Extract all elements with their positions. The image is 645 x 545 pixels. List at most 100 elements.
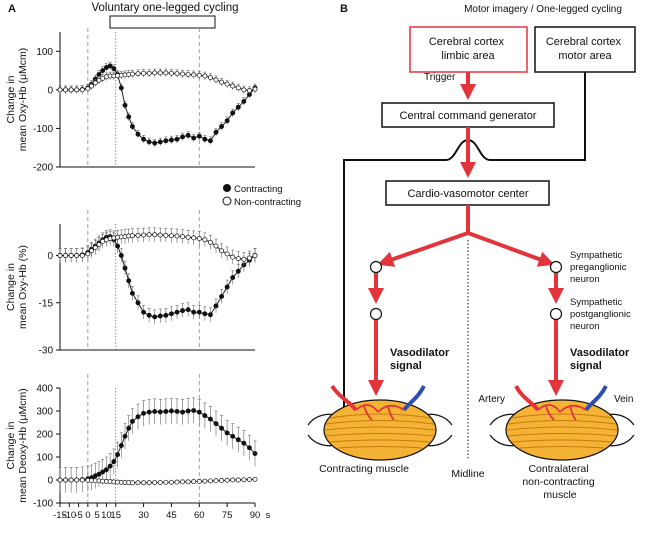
y-axis-label: Change inmean Oxy-Hb (μMcm) — [5, 48, 29, 151]
data-point — [135, 131, 141, 137]
data-point — [89, 248, 95, 254]
limbic-line-1: Cerebral cortex — [429, 36, 505, 48]
x-tick-label: 45 — [166, 510, 177, 521]
data-point — [85, 86, 91, 92]
data-point — [168, 408, 174, 414]
data-point — [174, 136, 180, 142]
data-point — [191, 479, 197, 485]
data-point — [224, 284, 230, 290]
motor-line-2: motor area — [558, 50, 612, 62]
data-point — [224, 477, 230, 483]
post-line-3: neuron — [570, 321, 600, 332]
data-point — [146, 312, 152, 318]
data-point — [122, 102, 128, 108]
data-point — [219, 478, 225, 483]
limbic-line-2: limbic area — [441, 50, 495, 62]
data-point — [152, 140, 158, 146]
motor-area-label: Cerebral cortex motor area — [546, 36, 624, 62]
data-point — [174, 233, 180, 239]
data-point — [202, 136, 208, 142]
x-tick-label: 90 — [250, 510, 261, 521]
x-tick-label: 75 — [222, 510, 233, 521]
data-point — [135, 300, 141, 306]
data-point — [252, 476, 258, 482]
data-point — [79, 253, 85, 258]
y-axis-label: Change inmean Deoxy-Hb (μMcm) — [5, 388, 29, 503]
data-point — [74, 87, 80, 93]
data-point — [174, 479, 180, 485]
contra-line-3: muscle — [543, 489, 576, 501]
post-line-2: postganglionic — [570, 309, 631, 320]
data-point — [230, 83, 236, 89]
data-point — [146, 232, 152, 238]
data-point — [230, 275, 236, 280]
x-tick-label: -15 — [53, 510, 67, 521]
data-point — [191, 135, 197, 141]
data-point — [191, 235, 197, 241]
y-axis-label-line: Change in — [5, 421, 17, 469]
data-point — [163, 232, 169, 238]
data-point — [163, 409, 169, 414]
postganglionic-neuron-label: Sympathetic postganglionic neuron — [570, 297, 633, 332]
legend-contracting-marker — [223, 184, 231, 192]
y-tick-label: -100 — [33, 124, 53, 135]
data-point — [141, 136, 147, 142]
data-point — [230, 433, 236, 439]
contra-line-2: non-contracting — [522, 476, 595, 488]
data-point — [174, 71, 180, 77]
data-point — [107, 63, 113, 69]
left-artery — [330, 384, 358, 412]
data-point — [163, 138, 169, 144]
left-vasodilator-label: Vasodilator signal — [390, 347, 452, 372]
data-point — [219, 124, 225, 129]
data-point — [163, 312, 169, 318]
data-point — [163, 479, 169, 485]
y-tick-label: -30 — [39, 346, 54, 357]
data-point — [135, 71, 141, 77]
data-point — [126, 114, 132, 120]
data-point — [224, 430, 230, 436]
data-point — [252, 86, 258, 92]
data-point — [85, 251, 91, 257]
data-point — [185, 71, 191, 77]
data-point — [111, 66, 117, 72]
panel-b-header: Motor imagery / One-legged cycling — [464, 4, 622, 15]
data-point — [168, 233, 174, 239]
panel-a-title: Voluntary one-legged cycling — [91, 2, 238, 14]
data-point — [202, 478, 208, 484]
data-point — [168, 70, 174, 76]
data-point — [111, 459, 117, 465]
left-preganglionic-neuron — [369, 260, 383, 274]
data-point — [213, 303, 219, 309]
x-tick-label: 0 — [85, 510, 90, 521]
y-axis-label-line: mean Oxy-Hb (%) — [17, 245, 29, 329]
data-point — [146, 409, 152, 415]
data-point — [118, 253, 124, 258]
data-point — [129, 418, 135, 424]
data-point — [152, 314, 158, 320]
pre-line-1: Sympathetic — [570, 250, 623, 261]
cardio-vasomotor-box — [385, 180, 550, 206]
data-point — [213, 421, 219, 427]
y-axis-label-line: Change in — [5, 263, 17, 311]
data-point — [196, 72, 202, 78]
data-point — [141, 70, 147, 76]
cycling-period-bar — [109, 15, 216, 29]
data-point — [213, 243, 219, 249]
legend-contracting-label: Contracting — [234, 184, 283, 195]
data-point — [219, 79, 225, 85]
data-point — [126, 278, 132, 284]
data-point — [141, 410, 147, 416]
pre-line-2: preganglionic — [570, 262, 627, 273]
contracting-muscle-label: Contracting muscle — [319, 463, 409, 475]
contracting-muscle-illustration — [307, 384, 453, 461]
data-point — [68, 253, 74, 258]
y-tick-label: 0 — [47, 85, 53, 96]
data-point — [152, 409, 158, 414]
right-preganglionic-neuron — [549, 260, 563, 274]
data-point — [174, 409, 180, 414]
trigger-label: Trigger — [424, 72, 456, 83]
